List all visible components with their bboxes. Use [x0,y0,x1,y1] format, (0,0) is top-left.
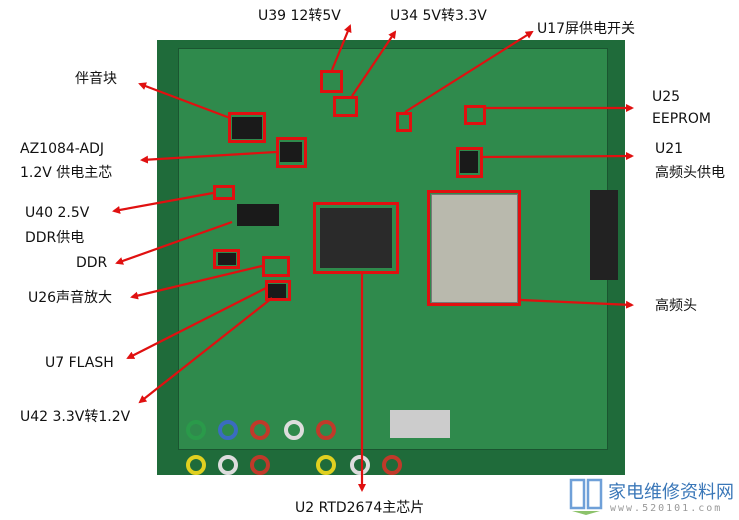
highlight-u17 [396,112,412,132]
label-ddr-supply: DDR供电 [25,230,85,246]
side-connectors [590,190,618,280]
arrow-audio-block [138,82,231,120]
label-u21: U21 [655,141,684,157]
highlight-az1084 [276,137,307,168]
watermark-url: www.520101.com [610,503,723,514]
label-ddr: DDR [76,255,108,271]
rtd2674-chip [320,208,392,268]
vga-port [390,410,450,438]
u21-chip [460,151,478,173]
label-u34: U34 5V转3.3V [390,8,487,24]
az1084-chip [280,142,302,162]
av-jack [316,420,336,440]
highlight-u21 [456,147,483,178]
tuner-module [431,194,518,303]
highlight-u2 [313,202,399,274]
label-eeprom: EEPROM [652,111,711,127]
label-tuner-supply: 高频头供电 [655,165,725,181]
av-jack [382,455,402,475]
label-u17: U17屏供电开关 [537,21,636,37]
label-tuner: 高频头 [655,298,697,314]
av-jack [284,420,304,440]
highlight-u34 [333,96,358,117]
label-u25: U25 [652,89,681,105]
av-jack [218,420,238,440]
av-jack [186,455,206,475]
arrow-u7 [126,287,267,359]
watermark: 家电维修资料网 www.520101.com [568,476,734,520]
ddr-chip [237,204,279,226]
label-u42: U42 3.3V转1.2V [20,409,131,425]
arrow-u42 [138,297,273,404]
highlight-u7 [265,280,291,301]
arrow-u21 [482,152,634,161]
highlight-u40 [213,185,235,200]
label-u39: U39 12转5V [258,8,341,24]
av-jack [250,420,270,440]
arrow-u26 [130,264,263,300]
book-logo-icon [569,478,603,515]
arrow-u40 [112,191,214,214]
av-jack [218,455,238,475]
arrow-u17 [404,30,534,113]
label-u40: U40 2.5V [25,205,90,221]
arrow-u39 [330,24,352,71]
highlight-audio-block [228,112,266,143]
arrow-tuner [520,298,634,309]
label-audio-block: 伴音块 [75,71,117,87]
highlight-ddr [213,249,240,269]
highlight-tuner [427,190,521,306]
label-u26: U26声音放大 [28,290,113,306]
av-jack [186,420,206,440]
av-jack [316,455,336,475]
av-jack [250,455,270,475]
u7-chip [268,284,286,298]
highlight-u39 [320,70,343,93]
label-az1084: AZ1084-ADJ [20,141,105,157]
watermark-title: 家电维修资料网 [608,482,734,503]
label-u7: U7 FLASH [45,355,114,371]
highlight-u26 [262,256,290,277]
audio-chip [232,117,262,139]
u26-chip [218,253,236,265]
label-1v2-supply: 1.2V 供电主芯 [20,165,113,181]
arrow-u34 [351,30,397,97]
av-jack [350,455,370,475]
arrow-az1084 [140,150,277,164]
arrow-ddr [115,220,233,265]
mainboard [178,48,608,450]
highlight-u25 [464,105,486,125]
label-u2: U2 RTD2674主芯片 [295,500,425,516]
